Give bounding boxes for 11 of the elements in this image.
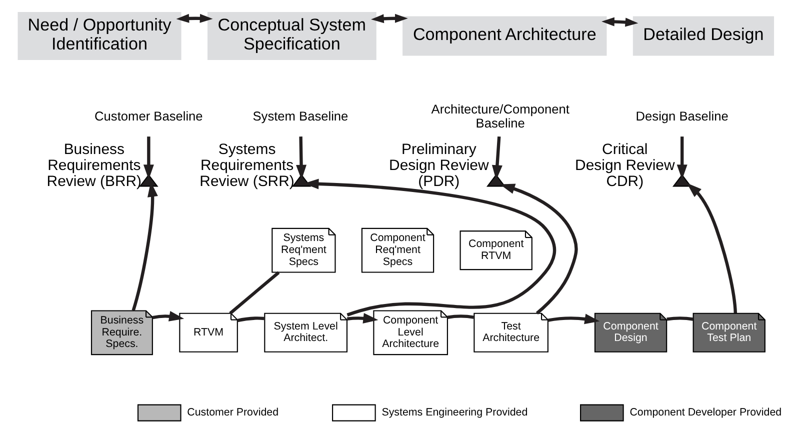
node-text: Architecture/Component Baseline	[431, 102, 570, 131]
legend-label: Customer Provided	[187, 406, 279, 418]
legend-label: Component Developer Provided	[630, 406, 782, 418]
node-text: System Baseline	[252, 108, 348, 124]
node-label: Systems Requirements Review (SRR)	[200, 140, 294, 190]
node-text: Design Baseline	[636, 108, 728, 124]
node-label: Preliminary Design Review (PDR)	[389, 140, 489, 190]
legend-label: Systems Engineering Provided	[382, 406, 528, 418]
node-text: Customer Baseline	[94, 108, 203, 124]
node-label: Critical Design Review CDR)	[575, 140, 675, 190]
node-label: Business Requirements Review (BRR)	[46, 140, 142, 190]
